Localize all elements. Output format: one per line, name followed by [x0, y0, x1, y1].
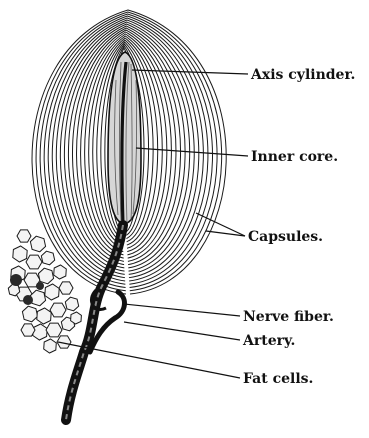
fat-cell — [38, 268, 53, 284]
fat-cell — [30, 236, 45, 252]
label-artery: Artery. — [242, 333, 295, 349]
fat-cell-shadow — [10, 274, 22, 286]
fat-cell — [65, 297, 78, 311]
fat-cell — [13, 246, 27, 262]
fat-cell — [22, 306, 37, 322]
label-nerve-fiber: Nerve fiber. — [243, 309, 334, 325]
fat-cell — [59, 282, 73, 294]
fat-cell — [54, 265, 67, 279]
label-capsules: Capsules. — [248, 229, 323, 245]
fat-cell — [37, 308, 51, 324]
fat-cell — [41, 251, 54, 265]
fat-cell — [21, 324, 35, 336]
fat-cells-cluster — [8, 230, 81, 353]
fat-cell — [17, 230, 31, 242]
fat-cell — [30, 290, 45, 306]
leader-nerve-fiber — [124, 304, 240, 316]
fat-cell — [46, 323, 62, 337]
fat-cell — [50, 303, 66, 317]
fat-cell — [33, 324, 47, 340]
leader-artery — [124, 322, 240, 340]
fat-cell-shadow — [36, 282, 44, 290]
fat-cell — [44, 339, 57, 353]
label-axis-cylinder: Axis cylinder. — [250, 67, 355, 83]
fat-cell — [45, 284, 59, 300]
label-fat-cells: Fat cells. — [243, 371, 313, 387]
fat-cell — [26, 255, 42, 269]
fat-cell — [71, 312, 82, 324]
label-inner-core: Inner core. — [251, 149, 338, 165]
fat-cell-shadow — [23, 295, 33, 305]
